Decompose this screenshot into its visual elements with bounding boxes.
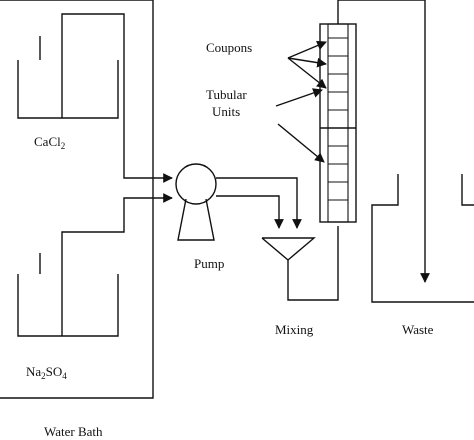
waste-line	[337, 0, 430, 283]
label-coupons: Coupons	[206, 40, 252, 55]
tubular-column-outer	[319, 23, 357, 223]
waste-vent	[461, 174, 474, 206]
cacl2-reservoir	[17, 60, 119, 119]
label-mixing: Mixing	[275, 322, 314, 337]
label-na2so4: Na2SO4	[26, 364, 67, 381]
water-bath-outline	[0, 0, 154, 399]
waste-container	[371, 174, 474, 303]
pump-outlet-line-1	[216, 177, 302, 229]
label-cacl2: CaCl2	[34, 134, 65, 151]
label-pump: Pump	[194, 256, 224, 271]
label-tubular: Tubular	[206, 87, 247, 102]
mixing-stem	[287, 226, 339, 301]
coupons-arrow-2	[287, 57, 327, 68]
coupon-dividers	[320, 37, 356, 201]
coupons-arrow-3	[287, 57, 327, 89]
tubular-arrow-2	[277, 123, 325, 163]
na2so4-reservoir	[17, 274, 119, 337]
label-units: Units	[212, 104, 240, 119]
pump-outlet-line-2	[216, 195, 284, 229]
cacl2-feed-tube	[61, 13, 173, 183]
na2so4-feed-tube	[61, 193, 173, 336]
tubular-column-inner	[327, 23, 349, 223]
tubular-arrow-1	[275, 88, 323, 107]
label-waste: Waste	[402, 322, 434, 337]
coupons-arrow-1	[287, 40, 327, 59]
pump-stand	[177, 198, 215, 241]
label-water-bath: Water Bath	[44, 424, 103, 439]
mixing-funnel	[261, 237, 316, 261]
pump-body	[175, 163, 217, 205]
